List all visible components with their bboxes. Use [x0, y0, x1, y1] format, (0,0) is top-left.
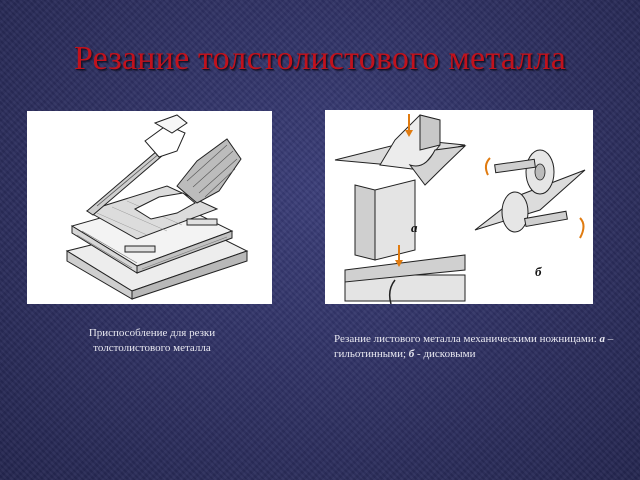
left-figure-caption: Приспособление для резки толстолистового… — [88, 327, 216, 354]
caption-text-1: Резание листового металла механическими … — [334, 333, 600, 345]
caption-label-a: а — [599, 333, 606, 345]
disc-shear — [474, 149, 586, 239]
guillotine-shear — [334, 114, 467, 261]
caption-label-b: б — [408, 348, 415, 360]
slide-title: Резание толстолистового металла — [73, 40, 567, 77]
shears-drawing: а б — [334, 114, 586, 304]
cutting-device-drawing — [65, 114, 249, 300]
cutting-device-illustration — [27, 111, 272, 304]
label-b: б — [535, 264, 542, 279]
guillotine-section — [344, 245, 466, 304]
right-figure-caption: Резание листового металла механическими … — [334, 332, 614, 362]
caption-text-2: – гильотинными; — [334, 333, 614, 360]
label-a: а — [411, 220, 418, 235]
caption-text-3: - дисковыми — [414, 348, 476, 360]
shears-illustration: а б — [325, 110, 593, 304]
